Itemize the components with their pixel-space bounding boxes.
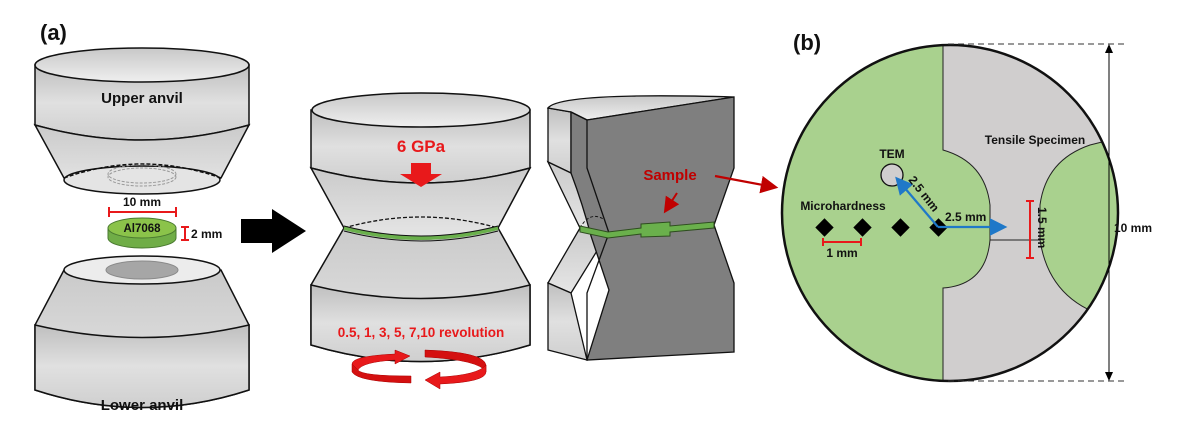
panel-b-label: (b)	[793, 30, 821, 55]
revolutions-label: 0.5, 1, 3, 5, 7,10 revolution	[338, 325, 505, 340]
assembled-anvils: 6 GPa 0.5, 1, 3, 5, 7,10 revolution	[309, 92, 532, 390]
indent-icon	[815, 218, 834, 237]
disk-diameter-label: 10 mm	[1114, 221, 1152, 235]
panel-a-label: (a)	[40, 20, 67, 45]
process-arrow-icon	[241, 209, 306, 253]
thickness-label: 2 mm	[191, 227, 222, 241]
indent-icon	[853, 218, 872, 237]
cutaway-anvils: Sample	[546, 95, 779, 361]
tensile-label: Tensile Specimen	[985, 133, 1085, 147]
sample-material-label: Al7068	[123, 223, 161, 235]
upper-anvil: Upper anvil	[33, 47, 251, 195]
lower-anvil-label: Lower anvil	[101, 397, 184, 414]
rotation-arrow-icon	[351, 349, 487, 390]
sample-disk: 10 mm Al7068 2 mm	[107, 195, 222, 249]
upper-anvil-label: Upper anvil	[101, 90, 183, 107]
diameter-dimension: 10 mm	[948, 43, 1152, 382]
sample-pointer-label: Sample	[643, 167, 696, 184]
spacing-label: 1 mm	[826, 246, 857, 260]
gauge-width-label: 1.5 mm	[1035, 207, 1049, 248]
microhardness-label: Microhardness	[800, 199, 886, 213]
tem-label: TEM	[879, 147, 904, 161]
tensile-distance-label: 2.5 mm	[945, 210, 986, 224]
indent-icon	[891, 218, 910, 237]
hpt-disk-map: Tensile Specimen TEM Microhardness 1 mm …	[780, 43, 1120, 383]
pressure-label: 6 GPa	[397, 137, 446, 156]
pressure-arrow-icon	[400, 163, 442, 187]
lower-anvil: Lower anvil	[34, 255, 250, 414]
diameter-label: 10 mm	[123, 195, 161, 209]
